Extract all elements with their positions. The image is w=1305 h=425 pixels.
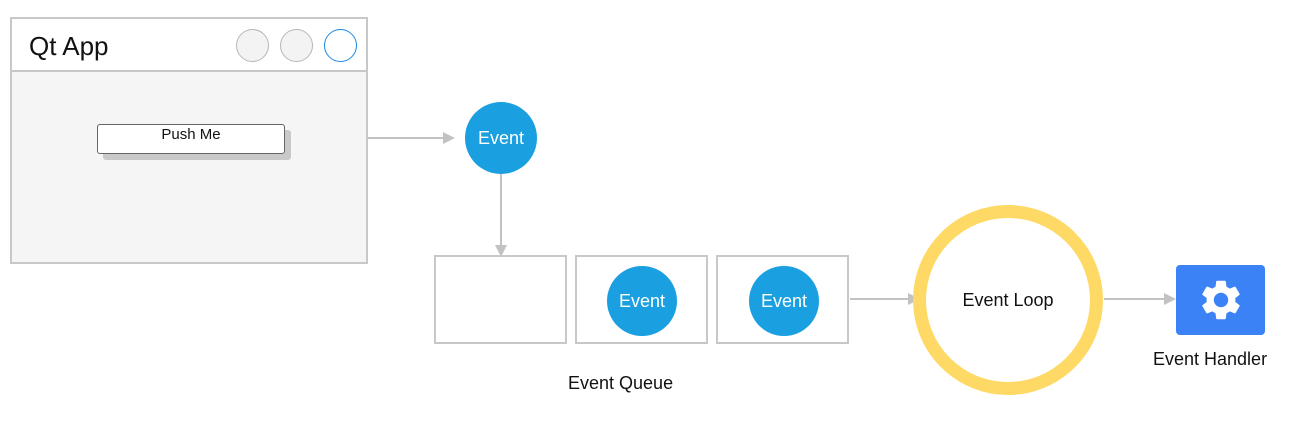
- window-control-button-active[interactable]: [324, 29, 357, 62]
- event-handler-box: [1176, 265, 1265, 335]
- event-handler-label: Event Handler: [1153, 349, 1268, 369]
- event-queue-label: Event Queue: [568, 373, 674, 393]
- queue-slot-empty: [434, 255, 567, 344]
- queue-slot: Event: [716, 255, 849, 344]
- window-titlebar: Qt App: [12, 19, 366, 72]
- window-control-button[interactable]: [236, 29, 269, 62]
- push-me-button[interactable]: Push Me: [97, 124, 285, 154]
- event-node: Event: [465, 102, 537, 174]
- queue-slot: Event: [575, 255, 708, 344]
- qt-app-window: Qt App Push Me: [10, 17, 368, 264]
- gear-icon: [1201, 280, 1240, 320]
- queued-event: Event: [607, 266, 677, 336]
- queued-event: Event: [749, 266, 819, 336]
- window-title: Qt App: [29, 31, 109, 61]
- event-loop: Event Loop: [913, 205, 1103, 395]
- event-loop-label: Event Loop: [962, 289, 1054, 310]
- window-control-button[interactable]: [280, 29, 313, 62]
